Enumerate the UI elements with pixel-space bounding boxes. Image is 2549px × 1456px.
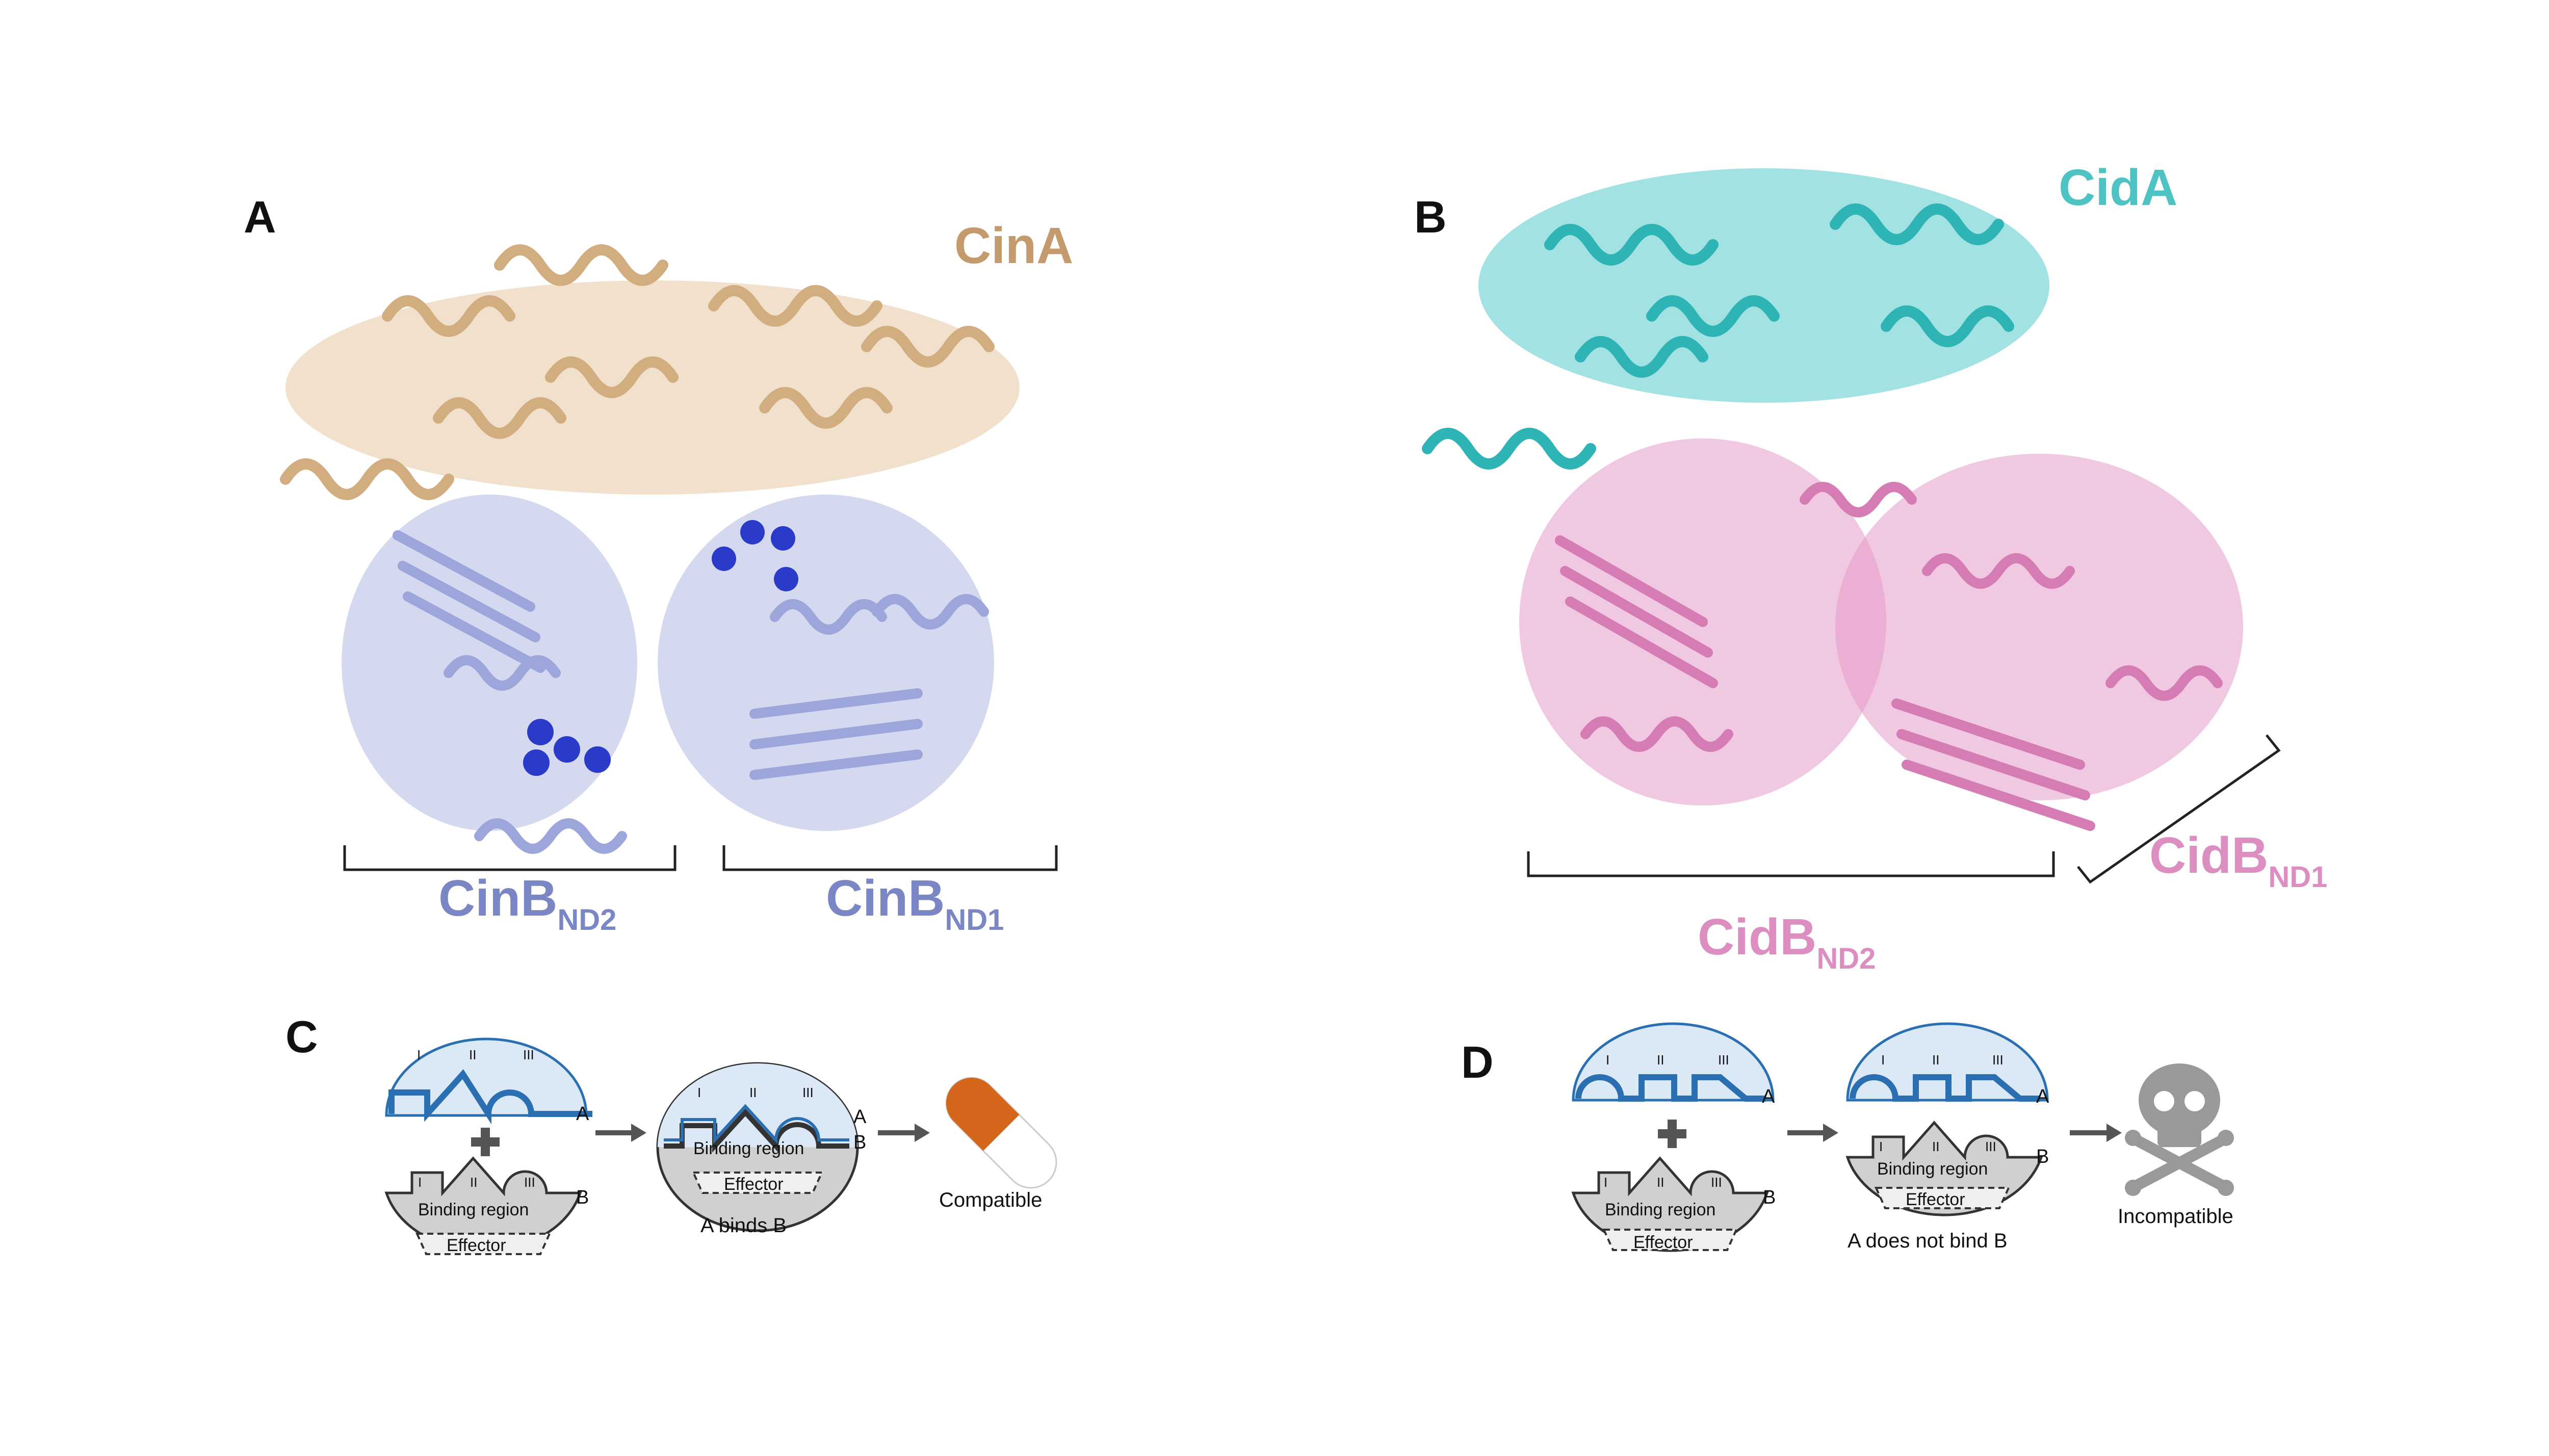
d-region-b (1571, 1156, 1769, 1252)
cinb-nd2-base: CinB (438, 870, 558, 927)
c-b-binding-region: Binding region (418, 1200, 529, 1219)
d-arrow-2 (2070, 1124, 2122, 1142)
cinb-brackets (343, 845, 1058, 871)
panel-b-letter: B (1414, 192, 1447, 242)
cina-name: CinA (954, 217, 1074, 274)
d-complex-b-numeral-1: I (1879, 1139, 1883, 1154)
cida-structure (1422, 168, 2049, 470)
c-outcome: Compatible (939, 1189, 1043, 1211)
c-complex-numeral-3: III (802, 1085, 814, 1100)
c-plus-icon (471, 1128, 500, 1156)
d-a-label: A (1762, 1086, 1775, 1107)
cina-label: CinA (954, 220, 1073, 271)
d-a-numeral-2: II (1657, 1052, 1664, 1068)
panel-a-letter: A (244, 192, 276, 242)
cina-structure (280, 244, 1020, 500)
d-complex-b-numeral-3: III (1985, 1139, 1996, 1154)
cidb-structure (1519, 438, 2243, 831)
c-a-label: A (576, 1103, 589, 1125)
cida-label: CidA (2059, 162, 2177, 213)
d-region-a (1572, 1022, 1775, 1102)
d-b-numeral-1: I (1604, 1175, 1608, 1190)
cinb-nd2-label: CinBND2 (438, 873, 616, 935)
cinb-nd2-sub: ND2 (557, 903, 617, 937)
c-b-numeral-3: III (524, 1175, 535, 1190)
d-complex-a-numeral-3: III (1992, 1052, 2004, 1068)
c-a-numeral-2: II (469, 1047, 477, 1062)
c-complex-effector: Effector (724, 1175, 784, 1194)
d-complex (1845, 1022, 2049, 1216)
cidb-nd2-base: CidB (1698, 908, 1817, 966)
c-complex-b-label: B (853, 1132, 867, 1153)
d-complex-caption: A does not bind B (1848, 1230, 2008, 1252)
d-outcome: Incompatible (2118, 1205, 2233, 1228)
c-arrow-1 (595, 1124, 646, 1142)
d-arrow-1 (1787, 1124, 1838, 1142)
cidb-brackets (1527, 734, 2281, 884)
metal-ions (523, 520, 798, 776)
c-arrow-2 (878, 1124, 930, 1142)
panel-d-letter: D (1461, 1037, 1494, 1087)
d-complex-a-numeral-1: I (1881, 1052, 1885, 1068)
cida-name: CidA (2059, 159, 2178, 216)
c-complex-caption: A binds B (700, 1214, 787, 1237)
c-complex (656, 1062, 859, 1232)
skull-crossbones-icon (2125, 1063, 2234, 1196)
cidb-nd1-label: CidBND1 (2149, 830, 2327, 892)
d-b-numeral-2: II (1657, 1175, 1664, 1190)
c-region-a (385, 1037, 592, 1125)
d-a-numeral-1: I (1606, 1052, 1610, 1068)
d-plus-icon (1658, 1120, 1686, 1148)
d-complex-b-label: B (2036, 1146, 2049, 1167)
c-complex-numeral-2: II (749, 1085, 757, 1100)
cidb-nd1-base: CidB (2149, 827, 2269, 884)
d-complex-a-label: A (2036, 1086, 2049, 1107)
c-a-numeral-3: III (523, 1047, 534, 1062)
d-complex-binding-region: Binding region (1877, 1159, 1988, 1179)
pill-icon (945, 1077, 1057, 1189)
c-complex-binding-region: Binding region (693, 1139, 804, 1158)
c-b-label: B (576, 1187, 589, 1208)
c-b-numeral-1: I (418, 1175, 422, 1190)
c-a-numeral-1: I (417, 1047, 421, 1062)
d-b-effector: Effector (1633, 1233, 1693, 1252)
cinb-structure (342, 495, 994, 854)
cinb-nd1-sub: ND1 (945, 903, 1004, 937)
cidb-nd2-label: CidBND2 (1698, 912, 1876, 974)
d-b-numeral-3: III (1711, 1175, 1722, 1190)
c-complex-numeral-1: I (697, 1085, 701, 1100)
d-complex-effector: Effector (1906, 1190, 1965, 1209)
cidb-nd2-sub: ND2 (1816, 942, 1876, 975)
d-complex-a-numeral-2: II (1932, 1052, 1940, 1068)
panel-c-letter: C (285, 1011, 318, 1062)
c-b-effector: Effector (447, 1236, 506, 1255)
c-region-b (384, 1156, 582, 1255)
cinb-nd1-label: CinBND1 (826, 873, 1004, 935)
cinb-nd1-base: CinB (826, 870, 945, 927)
d-complex-b-numeral-2: II (1932, 1139, 1940, 1154)
d-b-binding-region: Binding region (1605, 1200, 1716, 1219)
c-complex-a-label: A (853, 1106, 867, 1128)
d-a-numeral-3: III (1718, 1052, 1729, 1068)
c-b-numeral-2: II (470, 1175, 478, 1190)
d-b-label: B (1763, 1187, 1776, 1208)
cidb-nd1-sub: ND1 (2268, 861, 2328, 894)
